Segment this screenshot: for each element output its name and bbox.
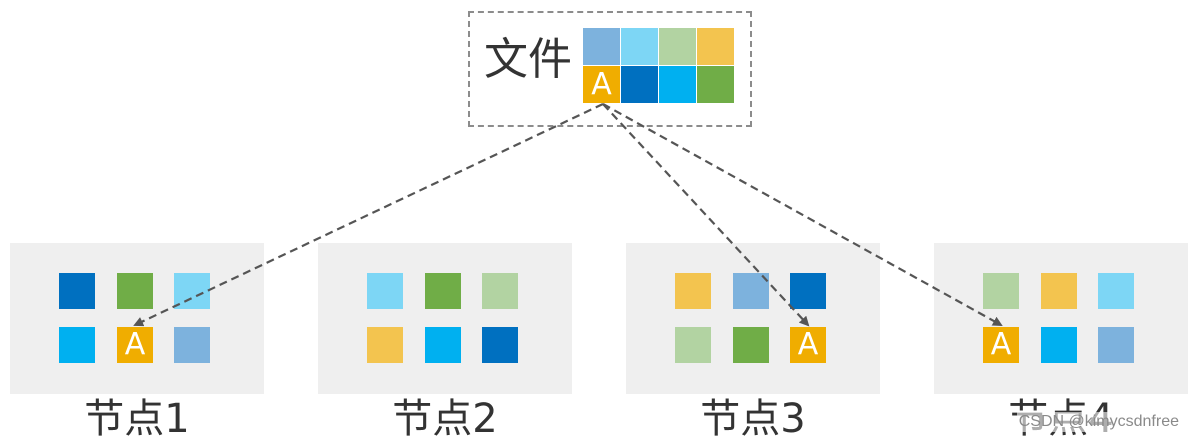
file-block <box>697 28 734 65</box>
node-box-4 <box>934 243 1188 394</box>
node-block <box>425 273 461 309</box>
file-block <box>583 28 620 65</box>
node-label-2: 节点2 <box>392 396 498 442</box>
node-block <box>482 273 518 309</box>
node-block <box>675 273 711 309</box>
node-block-a: A <box>117 327 153 363</box>
node-block <box>1041 327 1077 363</box>
node-label-3: 节点3 <box>700 396 806 442</box>
node-block <box>59 273 95 309</box>
node-block <box>675 327 711 363</box>
file-block <box>659 66 696 103</box>
node-block <box>174 273 210 309</box>
node-label-1: 节点1 <box>84 396 190 442</box>
node-block <box>1098 327 1134 363</box>
node-box-2 <box>318 243 572 394</box>
node-block <box>482 327 518 363</box>
node-block <box>367 273 403 309</box>
node-block <box>59 327 95 363</box>
node-block <box>733 273 769 309</box>
file-block <box>621 66 658 103</box>
node-box-1 <box>10 243 264 394</box>
node-block <box>174 327 210 363</box>
node-block <box>733 327 769 363</box>
node-block-a: A <box>983 327 1019 363</box>
node-block <box>983 273 1019 309</box>
node-box-3 <box>626 243 880 394</box>
node-block <box>425 327 461 363</box>
node-block <box>367 327 403 363</box>
node-block <box>117 273 153 309</box>
file-block <box>659 28 696 65</box>
node-block <box>790 273 826 309</box>
file-block <box>697 66 734 103</box>
file-label: 文件 <box>484 34 572 85</box>
watermark: CSDN @kimycsdnfree <box>1016 412 1181 432</box>
file-block-a: A <box>583 66 620 103</box>
node-block <box>1098 273 1134 309</box>
node-block-a: A <box>790 327 826 363</box>
node-block <box>1041 273 1077 309</box>
file-block <box>621 28 658 65</box>
